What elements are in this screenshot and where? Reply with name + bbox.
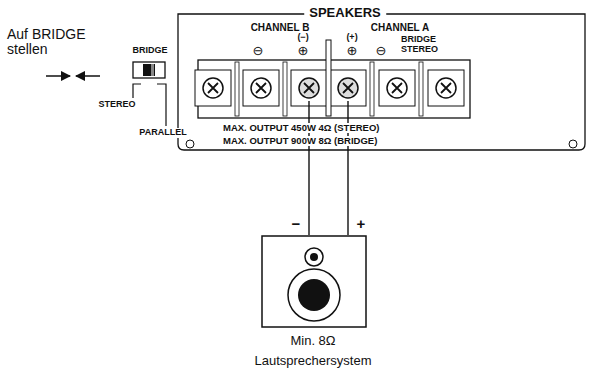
switch-position: BRIDGE	[131, 46, 168, 56]
polarity-sign: (+)	[345, 33, 358, 43]
speaker-wire	[347, 101, 348, 235]
polarity-sign: ⊕	[346, 44, 359, 58]
polarity-sign: −	[291, 216, 302, 233]
arrow	[76, 75, 100, 77]
mode-switch	[133, 62, 166, 126]
speaker-cabinet	[236, 235, 390, 329]
switch-position: STEREO	[97, 100, 136, 110]
polarity-sign: ⊖	[375, 44, 388, 58]
polarity-sign: +	[356, 216, 367, 233]
impedance-note: Min. 8Ω	[236, 333, 390, 349]
rating-note: MAX. OUTPUT 900W 8Ω (BRIDGE)	[222, 136, 378, 146]
polarity-sign: ⊕	[297, 44, 310, 58]
panel-title: SPEAKERS	[304, 6, 386, 20]
rating-note: MAX. OUTPUT 450W 4Ω (STEREO)	[222, 123, 380, 133]
speaker-system: Min. 8Ω Lautsprechersystem	[236, 235, 390, 372]
speaker-wire	[308, 101, 309, 235]
arrow	[46, 75, 70, 77]
mode-label: BRIDGE STEREO	[400, 35, 446, 55]
polarity-sign: ⊖	[252, 44, 265, 58]
speaker-caption: Lautsprechersystem	[236, 353, 390, 369]
channel-label: CHANNEL A	[370, 22, 430, 33]
channel-label: CHANNEL B	[250, 22, 311, 33]
instruction-note: Auf BRIDGE stellen	[6, 27, 96, 58]
speaker-panel	[178, 14, 585, 150]
polarity-sign: (−)	[296, 33, 309, 43]
switch-position: PARALLEL	[138, 128, 187, 138]
